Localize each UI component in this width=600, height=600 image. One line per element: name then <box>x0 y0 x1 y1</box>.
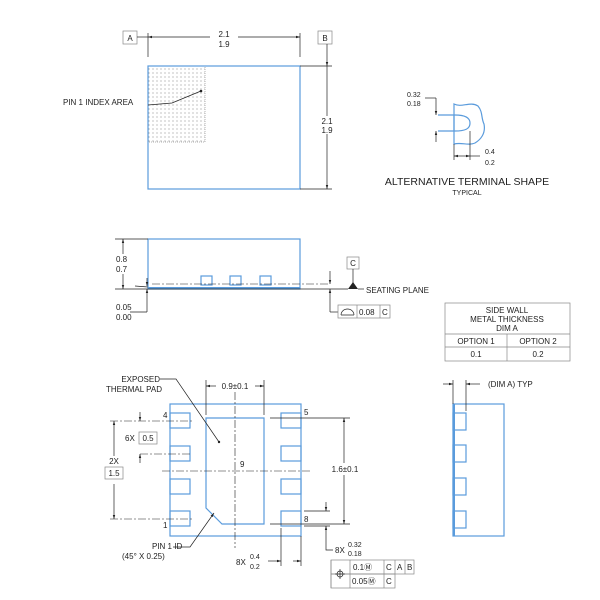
flatness-icon <box>340 308 355 316</box>
standoff-min: 0.00 <box>116 313 132 322</box>
alt-terminal-subtitle: TYPICAL <box>452 190 481 197</box>
bottom-view: 4 1 5 8 9 EXPOSED THERMAL PAD 0.9±0.1 1.… <box>104 375 415 589</box>
package-body-top <box>147 65 301 190</box>
datum-a: A <box>127 34 133 43</box>
fcf2-datum-c: C <box>386 577 392 586</box>
thermal-pad <box>205 417 265 525</box>
pin-1-label: 1 <box>163 521 168 530</box>
position-control-frame: 0.1Ⓜ C A B 0.05Ⓜ C <box>330 559 415 589</box>
table-col-option2: OPTION 2 <box>519 337 557 346</box>
package-body-right <box>452 403 505 537</box>
right-pins <box>280 412 302 527</box>
lead-length-max: 0.4 <box>250 554 260 561</box>
position-tol-2: 0.05Ⓜ <box>352 577 376 586</box>
position-tol-1: 0.1Ⓜ <box>353 563 372 572</box>
body-height-min: 0.7 <box>116 265 128 274</box>
width-min: 1.9 <box>218 40 230 49</box>
span-count: 2X <box>109 457 119 466</box>
dim-a-table: SIDE WALL METAL THICKNESS DIM A OPTION 1… <box>444 302 571 362</box>
pin-4-label: 4 <box>163 411 168 420</box>
alt-terminal-view: 0.32 0.18 0.4 0.2 ALTERNATIVE TERMINAL S… <box>385 92 549 197</box>
thermal-pad-label-1: EXPOSED <box>121 375 160 384</box>
pad-height-dim: 1.6±0.1 <box>332 465 359 474</box>
pin-8-label: 8 <box>304 515 309 524</box>
lead-length-count: 8X <box>236 558 246 567</box>
pitch-count: 6X <box>125 434 135 443</box>
package-body-side <box>147 238 301 290</box>
span-value: 1.5 <box>108 469 120 478</box>
dim-a-label: (DIM A) TYP <box>488 380 533 389</box>
seating-plane-label: SEATING PLANE <box>366 286 429 295</box>
datum-c: C <box>350 259 356 268</box>
pin1-id-chamfer: (45° X 0.25) <box>122 552 165 561</box>
width-max: 2.1 <box>218 30 230 39</box>
table-header-line3: DIM A <box>496 324 518 333</box>
top-view: A B 2.1 1.9 <box>63 30 339 190</box>
pin1-index-label: PIN 1 INDEX AREA <box>63 98 134 107</box>
lead-length-min: 0.2 <box>250 564 260 571</box>
table-col-option1: OPTION 1 <box>457 337 495 346</box>
table-header-line2: METAL THICKNESS <box>470 315 544 324</box>
fcf-datum-a: A <box>397 563 403 572</box>
fcf-datum-c: C <box>386 563 392 572</box>
pin-5-label: 5 <box>304 408 309 417</box>
body-height-max: 0.8 <box>116 255 128 264</box>
datum-b: B <box>322 34 327 43</box>
lead-width-min: 0.18 <box>348 551 362 558</box>
pin-9-label: 9 <box>240 460 245 469</box>
height-min: 1.9 <box>321 126 333 135</box>
pitch-value: 0.5 <box>142 434 154 443</box>
flatness-datum: C <box>382 308 388 317</box>
terminal-length-max: 0.4 <box>485 149 495 156</box>
pad-width-dim: 0.9±0.1 <box>222 382 249 391</box>
terminal-width-min: 0.18 <box>407 101 421 108</box>
pin1-id-label: PIN 1 ID <box>152 542 182 551</box>
position-icon <box>335 569 345 579</box>
table-cell-option2: 0.2 <box>532 350 544 359</box>
datum-b-box <box>317 30 333 45</box>
fcf-datum-b: B <box>407 563 412 572</box>
package-body-bottom <box>169 403 302 537</box>
flatness-value: 0.08 <box>359 308 375 317</box>
standoff-max: 0.05 <box>116 303 132 312</box>
left-pins <box>169 412 191 527</box>
terminal-width-max: 0.32 <box>407 92 421 99</box>
terminal-length-min: 0.2 <box>485 160 495 167</box>
table-header-line1: SIDE WALL <box>486 306 529 315</box>
lead-width-count: 8X <box>335 546 345 555</box>
datum-a-box <box>122 30 138 45</box>
flatness-control-frame: 0.08 C <box>337 304 391 319</box>
height-max: 2.1 <box>321 117 333 126</box>
right-side-view: (DIM A) TYP <box>443 380 533 537</box>
side-view: 0.8 0.7 0.05 0.00 C SEATING PLANE 0.08 C <box>112 238 429 322</box>
alt-terminal-title: ALTERNATIVE TERMINAL SHAPE <box>385 176 549 188</box>
lead-width-max: 0.32 <box>348 542 362 549</box>
table-cell-option1: 0.1 <box>470 350 482 359</box>
thermal-pad-label-2: THERMAL PAD <box>106 385 162 394</box>
